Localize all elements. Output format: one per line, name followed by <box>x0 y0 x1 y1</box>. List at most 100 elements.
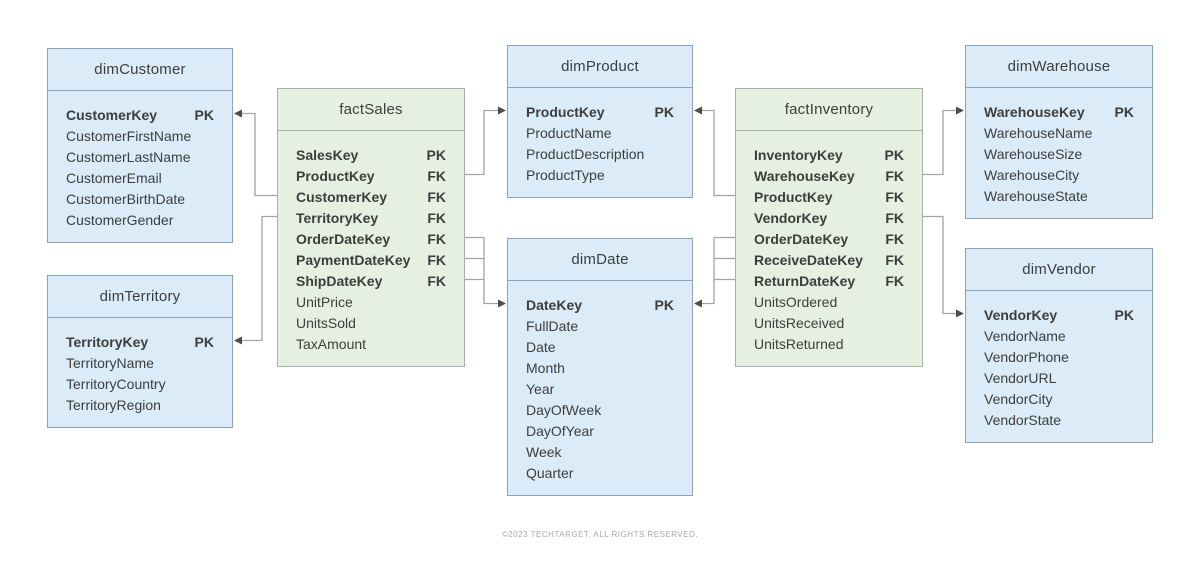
column-name: DayOfYear <box>526 422 594 439</box>
column-name: WarehouseName <box>984 124 1093 141</box>
table-title: dimDate <box>508 239 692 281</box>
column-row: VendorURL <box>984 367 1134 388</box>
key-type-label: FK <box>885 251 904 268</box>
key-type-label: FK <box>427 230 446 247</box>
table-title: dimTerritory <box>48 276 232 318</box>
column-row: TerritoryKey PK <box>66 331 214 352</box>
column-row: CustomerBirthDate <box>66 188 214 209</box>
column-name: Quarter <box>526 464 574 481</box>
column-row: UnitsReturned <box>754 333 904 354</box>
column-name: VendorURL <box>984 369 1057 386</box>
column-name: TerritoryRegion <box>66 396 161 413</box>
column-row: DayOfWeek <box>526 399 674 420</box>
key-type-label: PK <box>884 146 904 163</box>
column-name: Year <box>526 380 555 397</box>
arrowhead-icon <box>694 299 702 308</box>
column-name: FullDate <box>526 317 579 334</box>
column-row: WarehouseState <box>984 185 1134 206</box>
column-name: Month <box>526 359 565 376</box>
column-name: InventoryKey <box>754 146 843 163</box>
column-name: ProductKey <box>526 103 605 120</box>
column-row: UnitsReceived <box>754 312 904 333</box>
column-name: VendorKey <box>984 306 1058 323</box>
column-name: WarehouseSize <box>984 145 1083 162</box>
connector-factSales-dimDate <box>483 237 500 305</box>
column-row: ProductType <box>526 164 674 185</box>
column-name: DateKey <box>526 296 583 313</box>
arrowhead-icon <box>234 109 242 118</box>
connector-factSales-dimProduct <box>465 109 500 176</box>
key-type-label: PK <box>1114 103 1134 120</box>
column-row: Month <box>526 357 674 378</box>
table-title: factInventory <box>736 89 922 131</box>
column-name: TerritoryKey <box>296 209 379 226</box>
column-name: VendorKey <box>754 209 828 226</box>
column-row: CustomerEmail <box>66 167 214 188</box>
column-row: VendorPhone <box>984 346 1134 367</box>
column-row: CustomerLastName <box>66 146 214 167</box>
column-row: UnitsSold <box>296 312 446 333</box>
key-type-label: FK <box>427 251 446 268</box>
key-type-label: FK <box>885 272 904 289</box>
column-name: ShipDateKey <box>296 272 383 289</box>
connector-factInventory-dimWarehouse <box>923 109 958 176</box>
column-row: ReturnDateKey FK <box>754 270 904 291</box>
column-row: CustomerGender <box>66 209 214 230</box>
column-name: ProductDescription <box>526 145 645 162</box>
connector-factInventory-dimDate <box>700 237 715 305</box>
column-name: CustomerKey <box>296 188 388 205</box>
column-row: WarehouseCity <box>984 164 1134 185</box>
column-name: WarehouseCity <box>984 166 1080 183</box>
column-row: Week <box>526 441 674 462</box>
column-name: UnitsSold <box>296 314 356 331</box>
column-name: PaymentDateKey <box>296 251 411 268</box>
arrowhead-icon <box>956 309 964 318</box>
column-row: Year <box>526 378 674 399</box>
column-row: CustomerFirstName <box>66 125 214 146</box>
column-row: VendorName <box>984 325 1134 346</box>
connector-factInventory-dimVendor <box>923 215 958 315</box>
column-row: TerritoryCountry <box>66 373 214 394</box>
column-row: TaxAmount <box>296 333 446 354</box>
column-row: DayOfYear <box>526 420 674 441</box>
connector-factSales-dimTerritory <box>240 215 277 342</box>
column-row: VendorState <box>984 409 1134 430</box>
column-name: UnitsReturned <box>754 335 844 352</box>
column-name: CustomerBirthDate <box>66 190 186 207</box>
key-type-label: PK <box>194 333 214 350</box>
column-name: ReturnDateKey <box>754 272 856 289</box>
column-row: ProductName <box>526 122 674 143</box>
column-row: Date <box>526 336 674 357</box>
arrowhead-icon <box>694 106 702 115</box>
table-title: dimWarehouse <box>966 46 1152 88</box>
column-name: CustomerEmail <box>66 169 162 186</box>
column-row: TerritoryName <box>66 352 214 373</box>
column-row: VendorCity <box>984 388 1134 409</box>
column-name: ProductName <box>526 124 612 141</box>
connector-factInventory-dimProduct <box>700 109 735 197</box>
column-name: TerritoryKey <box>66 333 149 350</box>
arrowhead-icon <box>498 106 506 115</box>
column-row: UnitsOrdered <box>754 291 904 312</box>
key-type-label: FK <box>427 209 446 226</box>
column-name: WarehouseKey <box>754 167 855 184</box>
